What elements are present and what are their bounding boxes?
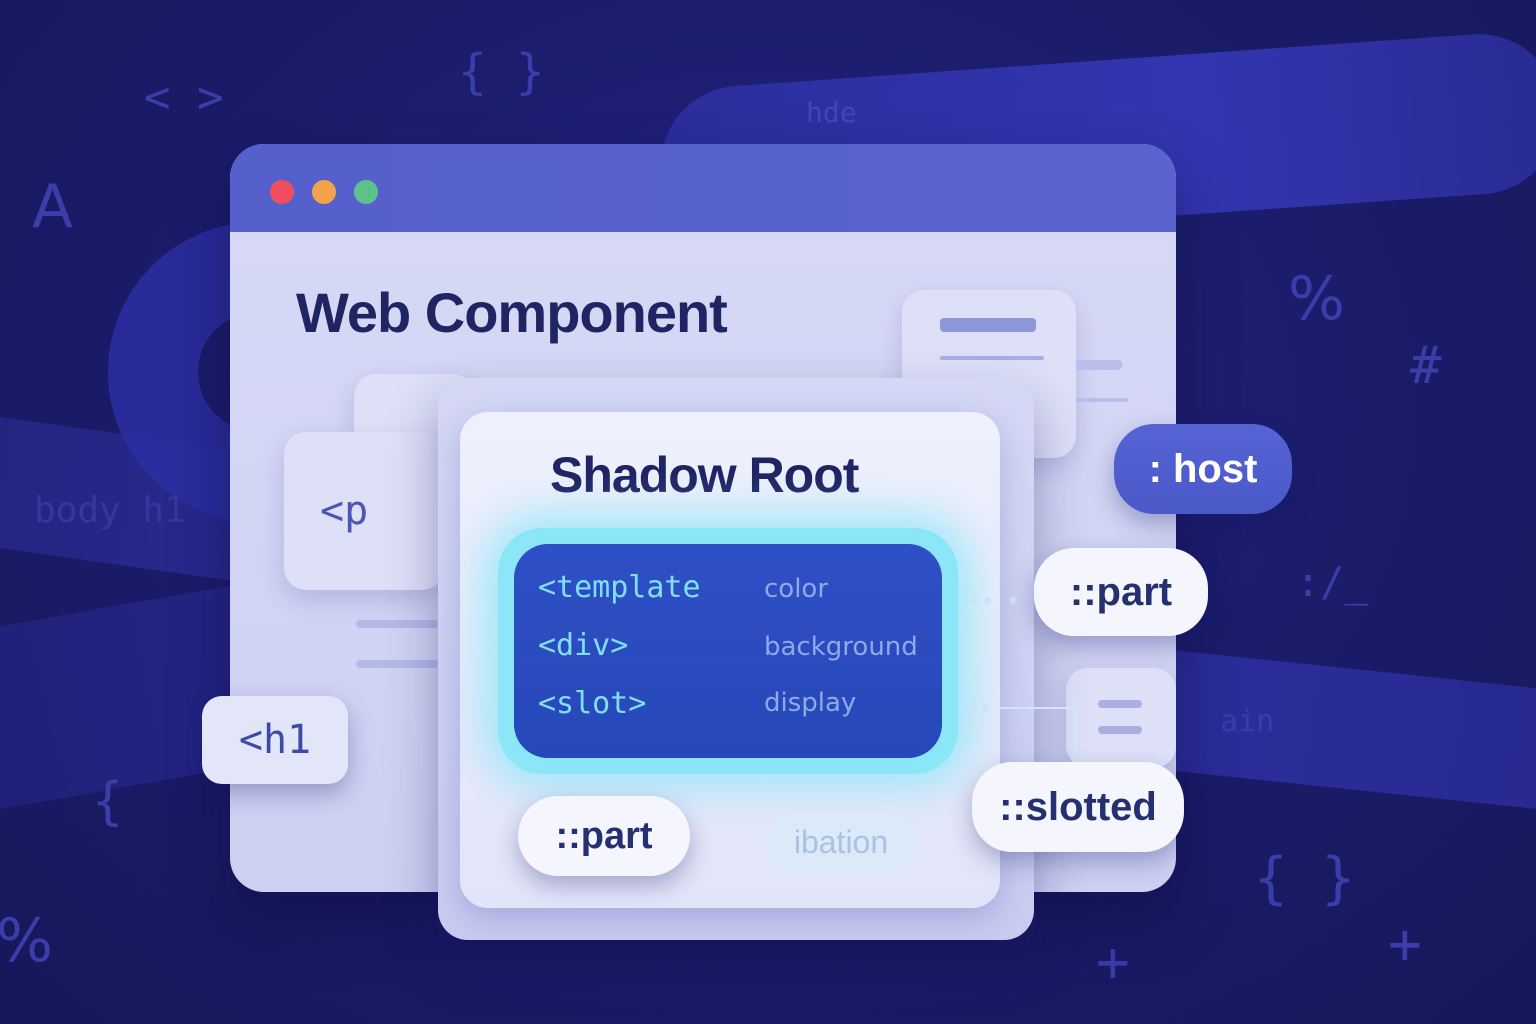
percent-glyph: %	[1288, 264, 1346, 334]
code-prop-display: display	[764, 688, 857, 718]
h1-tag-card: <h1	[202, 696, 348, 784]
page-title: Web Component	[296, 281, 728, 344]
connector-line	[1074, 700, 1076, 766]
curly-braces-glyph: { }	[458, 44, 545, 100]
text-line	[1076, 398, 1128, 402]
brace-glyph: {	[92, 772, 124, 832]
curly-braces-glyph: { }	[1254, 846, 1356, 911]
connector-dot	[970, 705, 977, 712]
text-line	[940, 318, 1036, 332]
plus-glyph: +	[1388, 912, 1422, 977]
percent-glyph: %	[0, 906, 54, 976]
code-glyph: body h1	[34, 490, 186, 531]
code-glyph: ain	[1220, 704, 1275, 739]
window-titlebar	[230, 144, 1176, 232]
slotted-selector-pill[interactable]: ::slotted	[972, 762, 1184, 852]
text-line	[1076, 360, 1122, 370]
content-card	[1066, 668, 1176, 768]
connector-line	[998, 707, 1076, 709]
code-tag-template: <template	[538, 570, 701, 605]
hash-glyph: #	[1410, 336, 1442, 396]
shadow-root-title: Shadow Root	[550, 447, 859, 503]
code-prop-color: color	[764, 574, 829, 604]
connector-dot	[970, 597, 977, 604]
part-selector-pill[interactable]: ::part	[1034, 548, 1208, 636]
code-prop-background: background	[764, 632, 918, 662]
text-line	[940, 356, 1044, 360]
text-line	[356, 620, 438, 628]
host-selector-pill[interactable]: : host	[1114, 424, 1292, 514]
p-tag-card: <p	[284, 432, 444, 590]
angle-brackets-glyph: < >	[144, 72, 224, 123]
code-glyph: :/_	[1296, 560, 1369, 606]
connector-dot	[982, 705, 989, 712]
p-tag-label: <p	[320, 488, 369, 534]
text-line	[1098, 726, 1142, 734]
maximize-button[interactable]	[354, 180, 378, 204]
code-glyph: hde	[806, 96, 857, 129]
letter-glyph: A	[32, 172, 74, 242]
code-tag-slot: <slot>	[538, 686, 647, 721]
text-line	[356, 660, 438, 668]
connector-dot	[984, 597, 991, 604]
connector-dot	[1010, 597, 1017, 604]
text-line	[1098, 700, 1142, 708]
code-block: <template color <div> background <slot> …	[514, 544, 942, 758]
plus-glyph: +	[1096, 930, 1130, 995]
close-button[interactable]	[270, 180, 294, 204]
faded-pill: ibation	[764, 812, 918, 872]
minimize-button[interactable]	[312, 180, 336, 204]
part-pill-inner[interactable]: ::part	[518, 796, 690, 876]
code-tag-div: <div>	[538, 628, 629, 663]
